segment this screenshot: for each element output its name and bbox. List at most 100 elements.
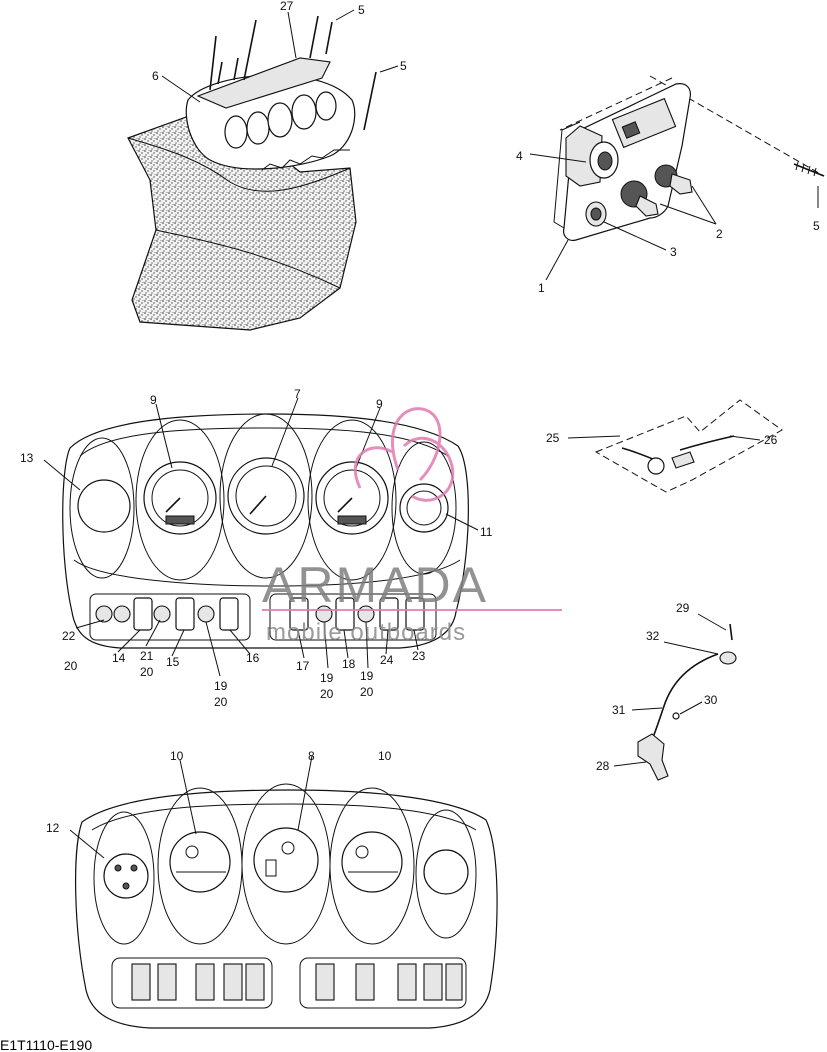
lamp-1 (95, 605, 113, 623)
rocker-5 (335, 597, 355, 631)
callout-31: 31 (612, 703, 626, 717)
rear-switch-row-left (111, 957, 273, 1009)
callout-10: 10 (170, 749, 184, 763)
leader-8 (297, 755, 313, 831)
kit-plug (671, 451, 695, 469)
diagram-code: E1T1110-E190 (0, 1037, 92, 1052)
callout-28: 28 (596, 759, 610, 773)
rear-pod-5 (415, 809, 477, 939)
leader-27 (287, 11, 297, 59)
rear-gauge-back-1-stud-b (130, 864, 138, 872)
callout-3: 3 (670, 245, 677, 259)
screw-small-1 (217, 61, 223, 85)
console-gauge-e (315, 91, 337, 121)
leader-19-mid (323, 621, 329, 669)
label-logo (621, 121, 641, 139)
callout-20: 20 (64, 659, 78, 673)
rear-switch-10 (445, 963, 463, 1001)
kit-dashed-box (594, 399, 783, 493)
sender-cable (651, 653, 719, 741)
leader-2b (691, 185, 717, 225)
callout-19: 19 (360, 669, 374, 683)
leader-19-left (205, 621, 221, 677)
callout-5: 5 (400, 59, 407, 73)
callout-9: 9 (376, 397, 383, 411)
rear-gauge-back-2-stud (185, 845, 199, 859)
callout-27: 27 (280, 0, 294, 13)
tach-right-needle (337, 497, 353, 513)
pod-tach (135, 419, 225, 581)
rear-gauge-back-2 (169, 831, 231, 893)
callout-13: 13 (20, 451, 34, 465)
leader-21 (145, 619, 161, 647)
callout-20: 20 (140, 665, 154, 679)
rocker-1 (133, 597, 153, 631)
watermark: ARMADA mobile outboards (262, 407, 562, 646)
console-switch-row (261, 149, 350, 171)
callout-8: 8 (308, 749, 315, 763)
callout-30: 30 (704, 693, 718, 707)
leader-3 (603, 221, 667, 251)
sender-body (637, 733, 669, 781)
switch-a-lever (635, 195, 659, 217)
callout-26: 26 (764, 433, 778, 447)
callout-18: 18 (342, 657, 356, 671)
leader-13 (43, 459, 81, 491)
leader-9-right (355, 407, 381, 469)
sender-washer (672, 712, 680, 720)
leader-26 (729, 435, 761, 441)
callout-20: 20 (360, 685, 374, 699)
leader-7 (271, 397, 299, 467)
callout-20: 20 (320, 687, 334, 701)
rear-gauge-back-1 (103, 853, 149, 899)
screw-top-3 (309, 15, 319, 59)
console-assembly (127, 9, 399, 331)
kit-connector (647, 457, 665, 475)
instrument-panel-rear (69, 755, 498, 1029)
rocker-2 (175, 597, 195, 631)
rear-switch-2 (157, 963, 177, 1001)
callout-11: 11 (480, 525, 493, 539)
blank-gauge (77, 479, 131, 533)
leader-6 (161, 75, 201, 103)
switch-row-left-bezel (89, 593, 251, 641)
callout-25: 25 (546, 431, 560, 445)
leader-15 (171, 629, 185, 657)
watermark-brand: ARMADA (262, 557, 488, 613)
leader-4 (529, 153, 587, 163)
leader-28 (613, 761, 647, 767)
tach-gauge-right-face (323, 469, 381, 527)
rear-switch-7 (355, 963, 375, 1001)
leader-1 (545, 239, 569, 281)
screw-right (363, 71, 377, 131)
leader-19-right (365, 621, 369, 669)
watermark-tagline: mobile outboards (266, 619, 466, 646)
rear-pod-4 (329, 787, 415, 945)
callout-14: 14 (112, 651, 126, 665)
panel-screw-thread (795, 161, 817, 177)
rear-gauge-back-3-plug (265, 859, 277, 877)
callout-22: 22 (62, 629, 76, 643)
rear-switch-9 (423, 963, 443, 1001)
leader-25 (567, 435, 621, 439)
lamp-2 (113, 605, 131, 623)
watermark-logo-icon (353, 407, 455, 502)
screw-top-4 (325, 21, 333, 55)
console-visor (196, 57, 331, 109)
sender-screw (729, 623, 733, 641)
rear-switch-1 (131, 963, 151, 1001)
callout-12: 12 (46, 821, 60, 835)
callout-5: 5 (813, 219, 820, 233)
rocker-7 (405, 597, 425, 631)
socket-inner (597, 151, 613, 171)
screw-small-2 (233, 57, 239, 81)
pod-right (391, 441, 457, 575)
callout-23: 23 (412, 649, 426, 663)
rocker-4 (289, 597, 309, 631)
callout-29: 29 (676, 601, 690, 615)
rear-gauge-back-4-stud (355, 845, 369, 859)
speedo-needle (249, 495, 267, 515)
rocker-3 (219, 597, 239, 631)
leader-16 (229, 629, 251, 655)
rear-switch-4 (223, 963, 243, 1001)
